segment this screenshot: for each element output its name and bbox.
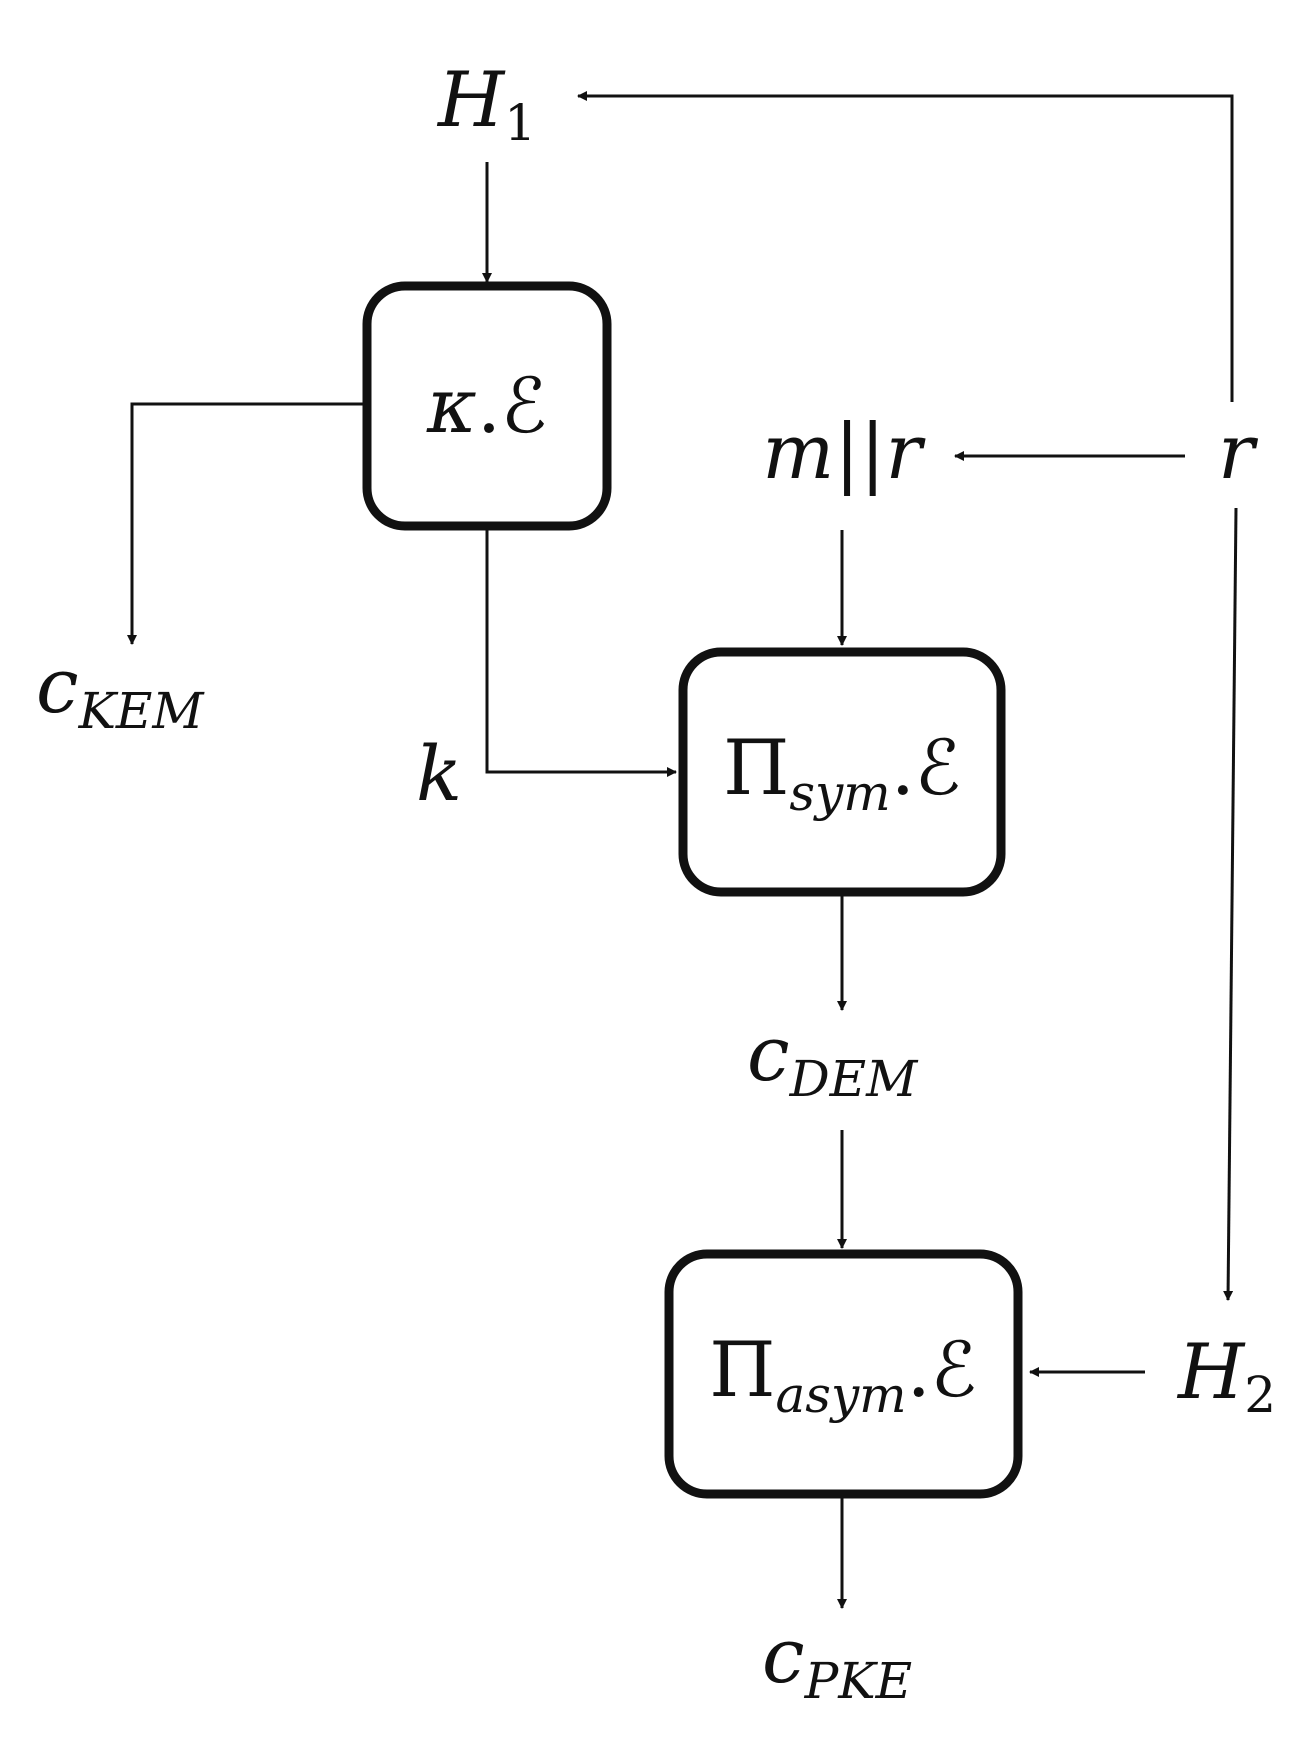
m-concat-r-label: m||r <box>762 407 926 496</box>
arrow-kem-box-to-c-kem <box>127 402 367 645</box>
arrow-kem-box-to-sym-box <box>485 530 677 777</box>
h2-label: H2 <box>1176 1327 1276 1424</box>
c-pke-label: cPKE <box>762 1611 912 1710</box>
c-dem-label: cDEM <box>747 1009 919 1108</box>
kem-encrypt-box: κ.ℰ <box>362 281 612 531</box>
asym-encrypt-label: Πasym.ℰ <box>709 1325 977 1424</box>
h1-label: H1 <box>436 55 536 152</box>
k-label: k <box>416 729 462 818</box>
sym-encrypt-box: Πsym.ℰ <box>678 647 1006 897</box>
asym-encrypt-box: Πasym.ℰ <box>664 1249 1023 1499</box>
c-kem-label: cKEM <box>36 641 205 740</box>
r-label: r <box>1218 407 1259 496</box>
arrow-r-to-h2 <box>1223 507 1238 1301</box>
kem-encrypt-label: κ.ℰ <box>426 361 547 450</box>
sym-encrypt-label: Πsym.ℰ <box>723 723 961 822</box>
arrow-r-to-h1 <box>577 91 1234 402</box>
